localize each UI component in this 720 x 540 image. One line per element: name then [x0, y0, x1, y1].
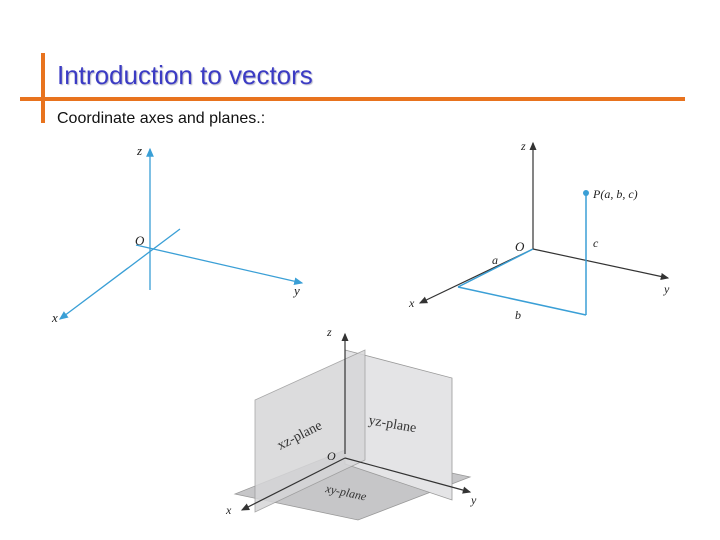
- y-axis-label: y: [292, 283, 300, 298]
- y-axis-label: y: [663, 282, 670, 296]
- z-axis-label: z: [520, 139, 526, 153]
- x-axis: [58, 228, 181, 320]
- segment-a: [457, 248, 534, 288]
- slide-subtitle: Coordinate axes and planes.:: [57, 110, 266, 127]
- y-axis: [135, 244, 304, 286]
- point-p-label: P(a, b, c): [592, 187, 638, 201]
- title-accent-vertical-bar: [41, 53, 45, 123]
- x-axis-label: x: [51, 310, 58, 325]
- point-p-dot: [583, 190, 589, 196]
- a-label: a: [492, 253, 498, 267]
- xz-plane: [254, 349, 366, 513]
- origin-label: O: [135, 233, 145, 248]
- coordinate-planes-diagram: z y x O xz-plane yz-plane xy-plane: [225, 325, 477, 521]
- slide-title: Introduction to vectors: [57, 60, 313, 90]
- x-axis-label: x: [408, 296, 415, 310]
- origin-label: O: [515, 239, 525, 254]
- coordinate-axes-diagram: z y x O: [51, 143, 304, 325]
- z-axis-label: z: [326, 325, 332, 339]
- x-axis-label: x: [225, 503, 232, 517]
- x-axis: [240, 457, 346, 511]
- y-axis: [532, 248, 670, 281]
- y-axis: [344, 457, 472, 494]
- title-accent-horizontal-bar: [20, 97, 685, 101]
- b-label: b: [515, 308, 521, 322]
- origin-label: O: [327, 449, 336, 463]
- z-axis-label: z: [136, 143, 142, 158]
- segment-b: [457, 286, 587, 316]
- point-coordinates-diagram: z y x O P(a, b, c) a b c: [408, 139, 670, 322]
- y-axis-label: y: [470, 493, 477, 507]
- c-label: c: [593, 236, 599, 250]
